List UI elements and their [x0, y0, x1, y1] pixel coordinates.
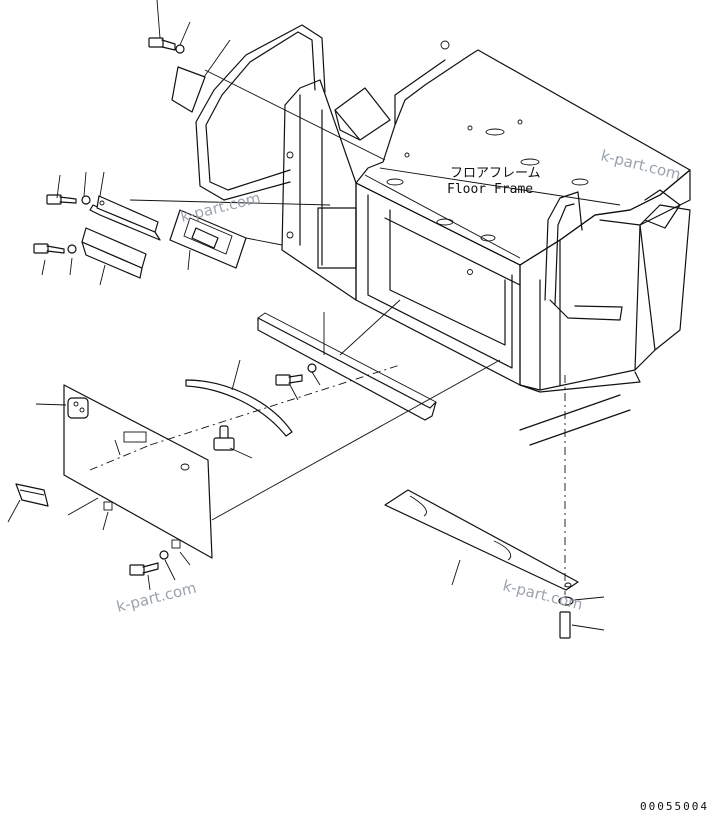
drawing-number: 00055004 [640, 800, 709, 813]
watermark: k-part.com [179, 189, 263, 226]
watermark: k-part.com [115, 579, 199, 616]
cover-bolt [129, 359, 501, 591]
floor-frame-label-jp: フロアフレーム [450, 166, 541, 181]
access-cover [35, 364, 401, 566]
floor-frame [195, 24, 691, 446]
handle-housing [169, 209, 283, 271]
latch-hook [213, 425, 253, 459]
bracket-group [33, 171, 331, 286]
cover-plate-small [148, 0, 386, 161]
rubber-grip [7, 483, 49, 523]
seal-strip [185, 359, 293, 437]
watermark: k-part.com [599, 146, 683, 183]
floor-frame-label-en: Floor Frame [447, 182, 533, 197]
bottom-plate [384, 375, 605, 639]
channel-bar [257, 299, 437, 421]
